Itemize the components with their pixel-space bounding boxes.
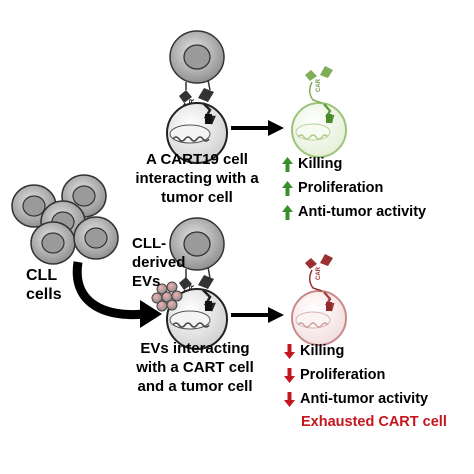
tumor-cell-icon xyxy=(169,30,225,91)
caption-line: EVs interacting xyxy=(140,340,250,357)
arrow-right-icon xyxy=(231,120,284,136)
cart-cell-icon xyxy=(291,102,347,158)
caption-line: tumor cell xyxy=(161,189,233,206)
down-arrow-icon xyxy=(284,367,295,383)
car-tag: CAR xyxy=(316,266,322,280)
caption-line: interacting with a xyxy=(135,170,259,187)
up-arrow-icon xyxy=(282,156,293,172)
tumor-cell-icon xyxy=(73,216,119,260)
outcome-row: Anti-tumor activity xyxy=(282,204,426,220)
tumor-cell-icon xyxy=(169,217,225,279)
cart-cell-icon xyxy=(166,102,228,164)
outcome-row: Killing xyxy=(284,343,344,359)
status-label: Exhausted CART cell xyxy=(301,414,447,430)
curved-arrow-icon xyxy=(72,261,162,328)
up-arrow-icon xyxy=(282,204,293,220)
outcome-label: Anti-tumor activity xyxy=(300,391,429,407)
outcome-label: Killing xyxy=(298,156,343,172)
cart-cell-icon xyxy=(291,290,347,346)
car-receptor-icon: CAR xyxy=(305,254,333,292)
caption-line: CLL- xyxy=(132,235,167,252)
bottom-caption: EVs interacting with a CART cell and a t… xyxy=(116,339,274,396)
outcome-label: Proliferation xyxy=(300,367,386,383)
caption-line: EVs xyxy=(132,273,161,290)
top-caption: A CART19 cell interacting with a tumor c… xyxy=(118,150,276,207)
tumor-cell-icon xyxy=(30,221,76,265)
outcome-row: Killing xyxy=(282,156,342,172)
arrow-right-icon xyxy=(231,307,284,323)
car-tag: CAR xyxy=(316,78,322,92)
caption-line: derived xyxy=(132,254,186,271)
up-arrow-icon xyxy=(282,180,293,196)
outcome-label: Proliferation xyxy=(298,180,384,196)
caption-line: and a tumor cell xyxy=(137,378,253,395)
outcome-row: Proliferation xyxy=(282,180,383,196)
extracellular-vesicle-icon xyxy=(151,281,183,312)
caption-line: cells xyxy=(26,286,62,303)
caption-line: CLL xyxy=(26,267,58,284)
outcome-row: Anti-tumor activity xyxy=(284,391,428,407)
down-arrow-icon xyxy=(284,391,295,407)
exhausted-status: Exhausted CART cell xyxy=(301,414,447,430)
ev-caption: CLL- derived EVs xyxy=(132,234,192,291)
cart-cell-icon xyxy=(166,288,228,350)
outcome-label: Killing xyxy=(300,343,345,359)
outcome-label: Anti-tumor activity xyxy=(298,204,427,220)
cll-caption: CLL cells xyxy=(26,266,86,304)
caption-line: with a CART cell xyxy=(136,359,254,376)
outcome-row: Proliferation xyxy=(284,367,385,383)
caption-line: A CART19 cell xyxy=(146,151,248,168)
car-receptor-icon: CAR xyxy=(305,66,333,104)
down-arrow-icon xyxy=(284,343,295,359)
